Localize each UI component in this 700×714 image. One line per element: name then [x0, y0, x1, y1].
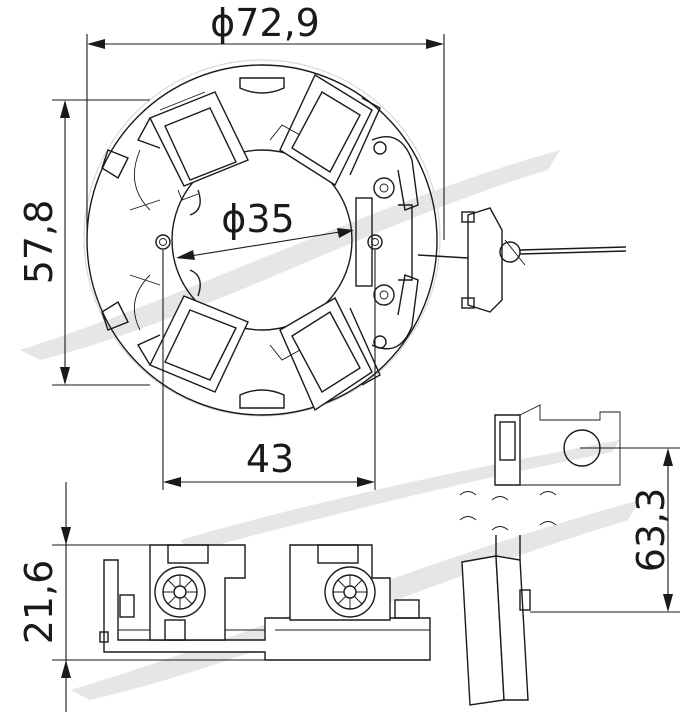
dim-outer-diameter: ϕ72,9 [86, 1, 445, 240]
diameter-symbol-icon: ϕ [210, 1, 235, 45]
springs-right [371, 136, 419, 350]
dim-height-front: 57,8 [17, 99, 150, 386]
spring-left [154, 566, 206, 618]
dim-body-height-side-label: 21,6 [17, 560, 61, 645]
front-view [86, 64, 627, 416]
dim-total-height-side: 63,3 [530, 447, 680, 613]
side-lead [459, 404, 621, 706]
diameter-symbol-icon: ϕ [221, 197, 246, 241]
clips-left [101, 149, 161, 331]
dim-bolt-spacing: 43 [162, 250, 376, 490]
brush-box-lower-right [269, 297, 381, 412]
dim-height-front-label: 57,8 [17, 200, 61, 285]
brush-box-upper-left [136, 91, 249, 216]
dim-inner-diameter-label: ϕ35 [221, 197, 294, 241]
spring-right [324, 566, 376, 618]
dim-total-height-side-label: 63,3 [629, 488, 673, 573]
connector-lead [417, 207, 627, 313]
dim-bolt-spacing-label: 43 [246, 437, 294, 481]
dim-body-height-side: 21,6 [17, 482, 265, 712]
brush-box-upper-right [269, 73, 381, 187]
dim-inner-diameter: ϕ35 [176, 197, 354, 260]
side-view [99, 404, 621, 706]
brush-box-lower-left [136, 269, 249, 393]
dim-outer-diameter-label: ϕ72,9 [210, 1, 320, 45]
